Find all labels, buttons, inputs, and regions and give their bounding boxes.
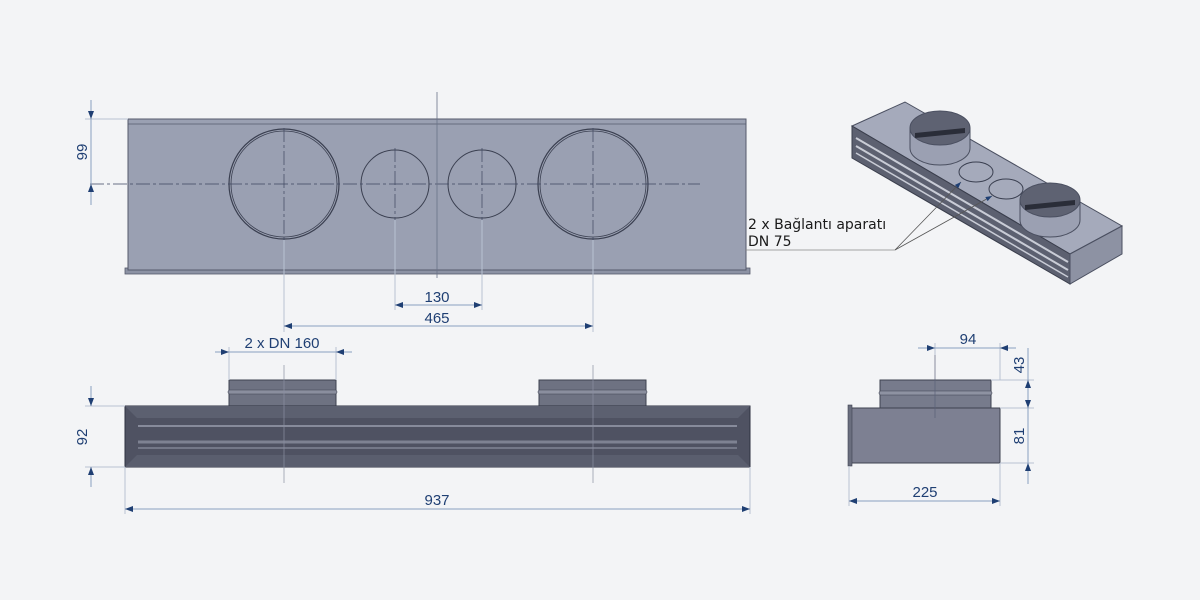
dimension-99: 99 <box>74 144 91 161</box>
dimension-130: 130 <box>424 289 449 306</box>
dimension-43: 43 <box>1011 357 1028 374</box>
connector-callout-line1: 2 x Bağlantı aparatı <box>748 217 886 233</box>
iso-spigot-left <box>909 110 971 166</box>
dimension-94: 94 <box>960 331 977 348</box>
top-view: 99 130 465 <box>74 92 751 332</box>
isometric-view: 2 x Bağlantı aparatı DN 75 <box>745 101 1124 285</box>
dimension-92: 92 <box>74 429 91 446</box>
iso-connector-left <box>958 161 994 183</box>
dimension-465: 465 <box>424 310 449 327</box>
connector-callout-line2: DN 75 <box>748 234 792 250</box>
iso-connector-right <box>988 178 1024 200</box>
front-view: 2 x DN 160 92 937 <box>74 335 751 514</box>
dimension-225: 225 <box>912 484 937 501</box>
iso-spigot-right <box>1019 182 1081 238</box>
spigot-diameter-label: 2 x DN 160 <box>244 335 319 352</box>
side-view: 94 43 81 225 <box>847 331 1034 506</box>
dimension-937: 937 <box>424 492 449 509</box>
dimension-81: 81 <box>1011 428 1028 445</box>
